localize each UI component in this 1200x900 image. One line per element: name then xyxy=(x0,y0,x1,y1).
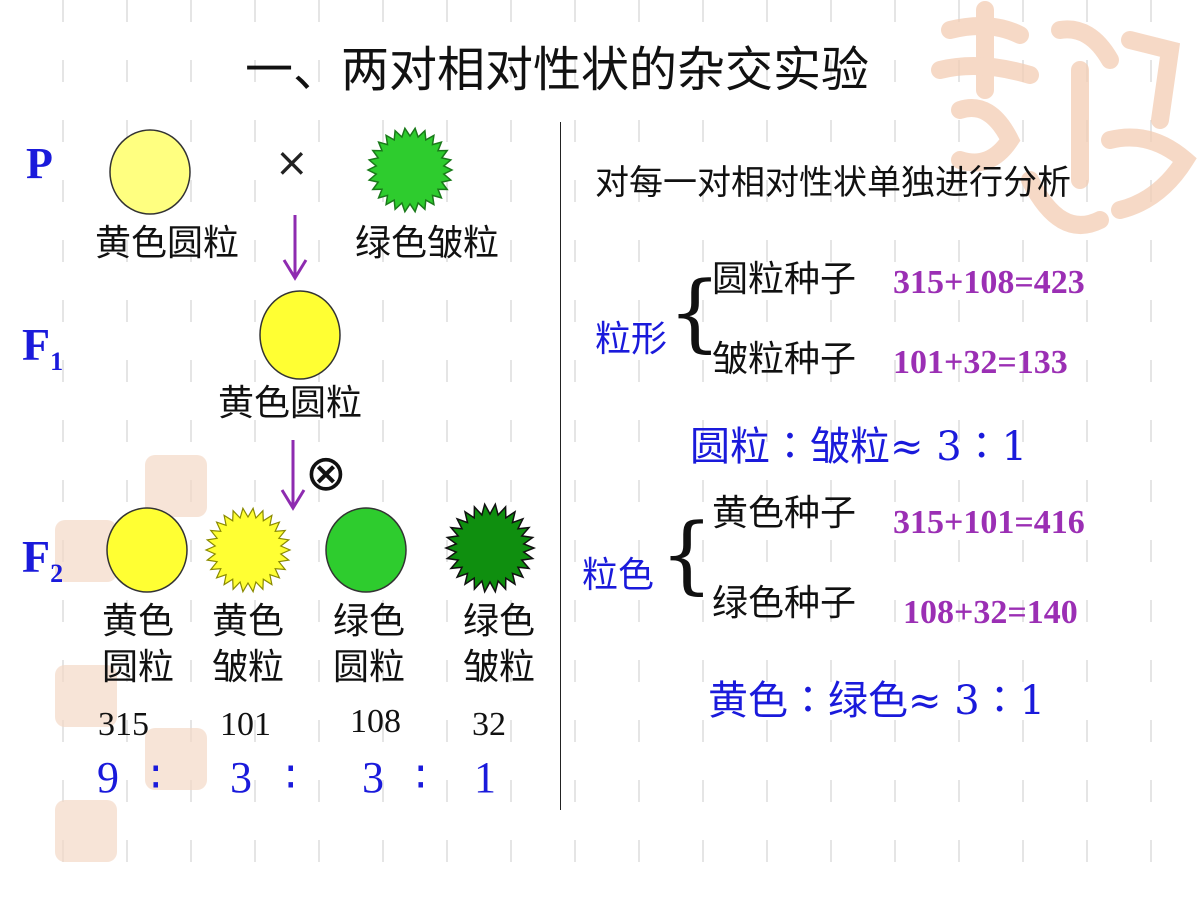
f2-label-3-bottom: 圆粒 xyxy=(333,647,406,688)
green-seeds-label: 绿色种子 xyxy=(712,583,857,624)
f2-label-2-bottom: 皱粒 xyxy=(212,647,285,688)
divider-line xyxy=(560,122,561,810)
wrinkled-seeds-sum: 101+32=133 xyxy=(893,344,1068,381)
f2-count-3: 108 xyxy=(350,703,401,740)
wrinkled-seeds-label: 皱粒种子 xyxy=(712,339,857,380)
page-title: 一、两对相对性状的杂交实验 xyxy=(245,42,870,98)
pea-green-wrinkled-parent xyxy=(366,126,454,214)
round-seeds-sum: 315+108=423 xyxy=(893,264,1085,301)
ratio-value-4: 1 xyxy=(474,753,496,802)
watermark-stamp xyxy=(145,455,207,517)
color-ratio: 黄色∶绿色≈ 3∶1 xyxy=(708,678,1046,724)
pea-yellow-round-f2 xyxy=(106,507,188,593)
f1-label: 黄色圆粒 xyxy=(218,383,363,424)
arrow-f1-to-f2 xyxy=(280,440,306,511)
pea-yellow-round-parent xyxy=(109,129,191,215)
watermark-stamp xyxy=(145,728,207,790)
watermark-logo xyxy=(930,0,1200,250)
color-brace: { xyxy=(660,505,714,603)
f2-label-3-top: 绿色 xyxy=(333,601,406,642)
ratio-separator-3: ∶ xyxy=(415,752,427,803)
f2-label-4-bottom: 皱粒 xyxy=(463,647,536,688)
f2-label-1-bottom: 圆粒 xyxy=(102,647,175,688)
ratio-separator-2: ∶ xyxy=(285,752,297,803)
green-seeds-sum: 108+32=140 xyxy=(903,594,1078,631)
generation-f1-letter: F xyxy=(22,319,51,370)
ratio-value-2: 3 xyxy=(230,753,252,802)
shape-label: 粒形 xyxy=(595,319,668,360)
self-cross-symbol: ⊗ xyxy=(305,444,347,502)
yellow-seeds-sum: 315+101=416 xyxy=(893,504,1085,541)
generation-f2-subscript: 2 xyxy=(50,559,64,589)
shape-ratio: 圆粒∶皱粒≈ 3∶1 xyxy=(690,424,1028,470)
round-seeds-label: 圆粒种子 xyxy=(712,259,857,300)
pea-green-wrinkled-f2 xyxy=(443,502,537,594)
pea-yellow-round-f1 xyxy=(259,290,341,380)
ratio-separator-1: ∶ xyxy=(150,752,162,803)
f2-label-4-top: 绿色 xyxy=(463,601,536,642)
analysis-heading: 对每一对相对性状单独进行分析 xyxy=(595,163,1071,203)
watermark-stamp xyxy=(55,800,117,862)
generation-f2-letter: F xyxy=(22,531,51,582)
f2-label-1-top: 黄色 xyxy=(102,601,175,642)
f2-count-1: 315 xyxy=(98,706,149,743)
yellow-seeds-label: 黄色种子 xyxy=(712,493,857,534)
ratio-value-1: 9 xyxy=(97,753,119,802)
f2-count-4: 32 xyxy=(472,706,506,743)
cross-symbol: × xyxy=(275,140,309,186)
generation-f1-label: F1 xyxy=(22,318,63,377)
watermark-stamp xyxy=(55,665,117,727)
cross-diagram xyxy=(106,126,537,594)
generation-f1-subscript: 1 xyxy=(50,347,64,377)
parent-yellow-round-label: 黄色圆粒 xyxy=(95,223,240,264)
shape-brace: { xyxy=(668,263,722,361)
pea-yellow-wrinkled-f2 xyxy=(204,506,292,594)
color-label: 粒色 xyxy=(582,555,655,596)
ratio-value-3: 3 xyxy=(362,753,384,802)
f2-count-2: 101 xyxy=(220,706,271,743)
parent-green-wrinkled-label: 绿色皱粒 xyxy=(355,223,500,264)
arrow-p-to-f1 xyxy=(282,215,308,281)
generation-p-label: P xyxy=(26,139,53,188)
f2-label-2-top: 黄色 xyxy=(212,601,285,642)
pea-green-round-f2 xyxy=(325,507,407,593)
generation-f2-label: F2 xyxy=(22,530,63,589)
